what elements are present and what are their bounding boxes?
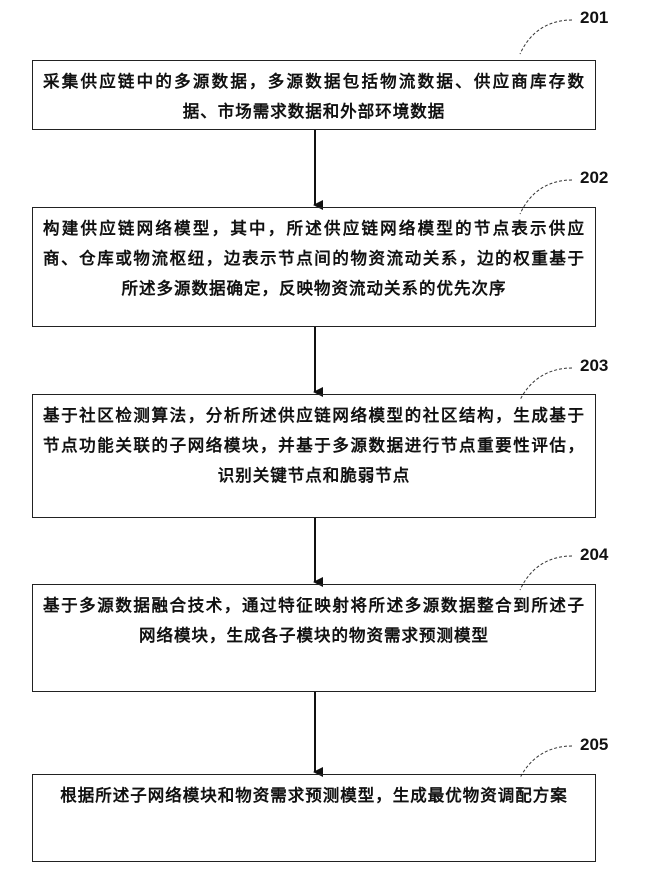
step-box-201: 采集供应链中的多源数据，多源数据包括物流数据、供应商库存数据、市场需求数据和外部…: [32, 60, 596, 130]
step-box-204: 基于多源数据融合技术，通过特征映射将所述多源数据整合到所述子网络模块，生成各子模…: [32, 584, 596, 692]
step-text-205: 根据所述子网络模块和物资需求预测模型，生成最优物资调配方案: [43, 781, 585, 811]
step-label-204: 204: [580, 545, 608, 565]
step-box-205: 根据所述子网络模块和物资需求预测模型，生成最优物资调配方案: [32, 774, 596, 862]
step-text-202: 构建供应链网络模型，其中，所述供应链网络模型的节点表示供应商、仓库或物流枢纽，边…: [43, 214, 585, 304]
step-label-205: 205: [580, 735, 608, 755]
step-text-204: 基于多源数据融合技术，通过特征映射将所述多源数据整合到所述子网络模块，生成各子模…: [43, 591, 585, 651]
step-box-203: 基于社区检测算法，分析所述供应链网络模型的社区结构，生成基于节点功能关联的子网络…: [32, 394, 596, 518]
step-label-201: 201: [580, 8, 608, 28]
step-label-203: 203: [580, 356, 608, 376]
step-text-203: 基于社区检测算法，分析所述供应链网络模型的社区结构，生成基于节点功能关联的子网络…: [43, 401, 585, 491]
step-label-202: 202: [580, 168, 608, 188]
step-text-201: 采集供应链中的多源数据，多源数据包括物流数据、供应商库存数据、市场需求数据和外部…: [43, 67, 585, 127]
step-box-202: 构建供应链网络模型，其中，所述供应链网络模型的节点表示供应商、仓库或物流枢纽，边…: [32, 207, 596, 327]
leader-line-201: [520, 20, 572, 54]
